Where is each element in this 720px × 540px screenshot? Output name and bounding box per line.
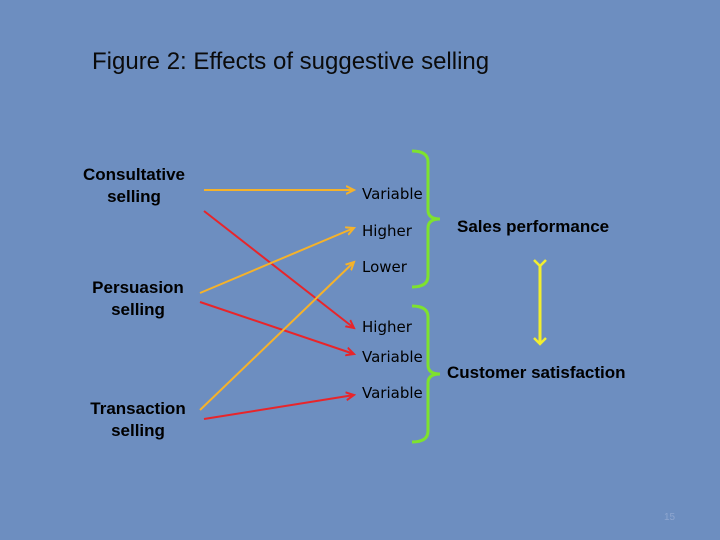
- source-persuasion: Persuasion selling: [92, 278, 184, 319]
- satisfaction-bracket: [411, 304, 441, 444]
- outcome-label: Lower: [362, 258, 407, 276]
- page-number: 15: [664, 512, 676, 523]
- arrow-consultative-higher: [203, 210, 354, 328]
- customer-satisfaction-label: Customer satisfaction: [447, 363, 626, 382]
- outcome-label: Variable: [362, 185, 423, 203]
- outcome-label: Variable: [362, 348, 423, 366]
- sales-bracket: [411, 149, 441, 289]
- outcome-label: Variable: [362, 384, 423, 402]
- arrow-transaction-variable: [203, 395, 354, 420]
- sales-performance-label: Sales performance: [457, 217, 610, 236]
- source-consultative: Consultative selling: [82, 165, 186, 206]
- figure-title: Figure 2: Effects of suggestive selling: [92, 48, 490, 75]
- outcome-label: Higher: [362, 318, 412, 336]
- outcome-label: Higher: [362, 222, 412, 240]
- arrow-persuasion-variable: [199, 301, 354, 354]
- source-transaction: Transaction selling: [90, 399, 186, 440]
- arrow-transaction-lower: [199, 262, 354, 411]
- arrow-persuasion-higher: [199, 228, 354, 294]
